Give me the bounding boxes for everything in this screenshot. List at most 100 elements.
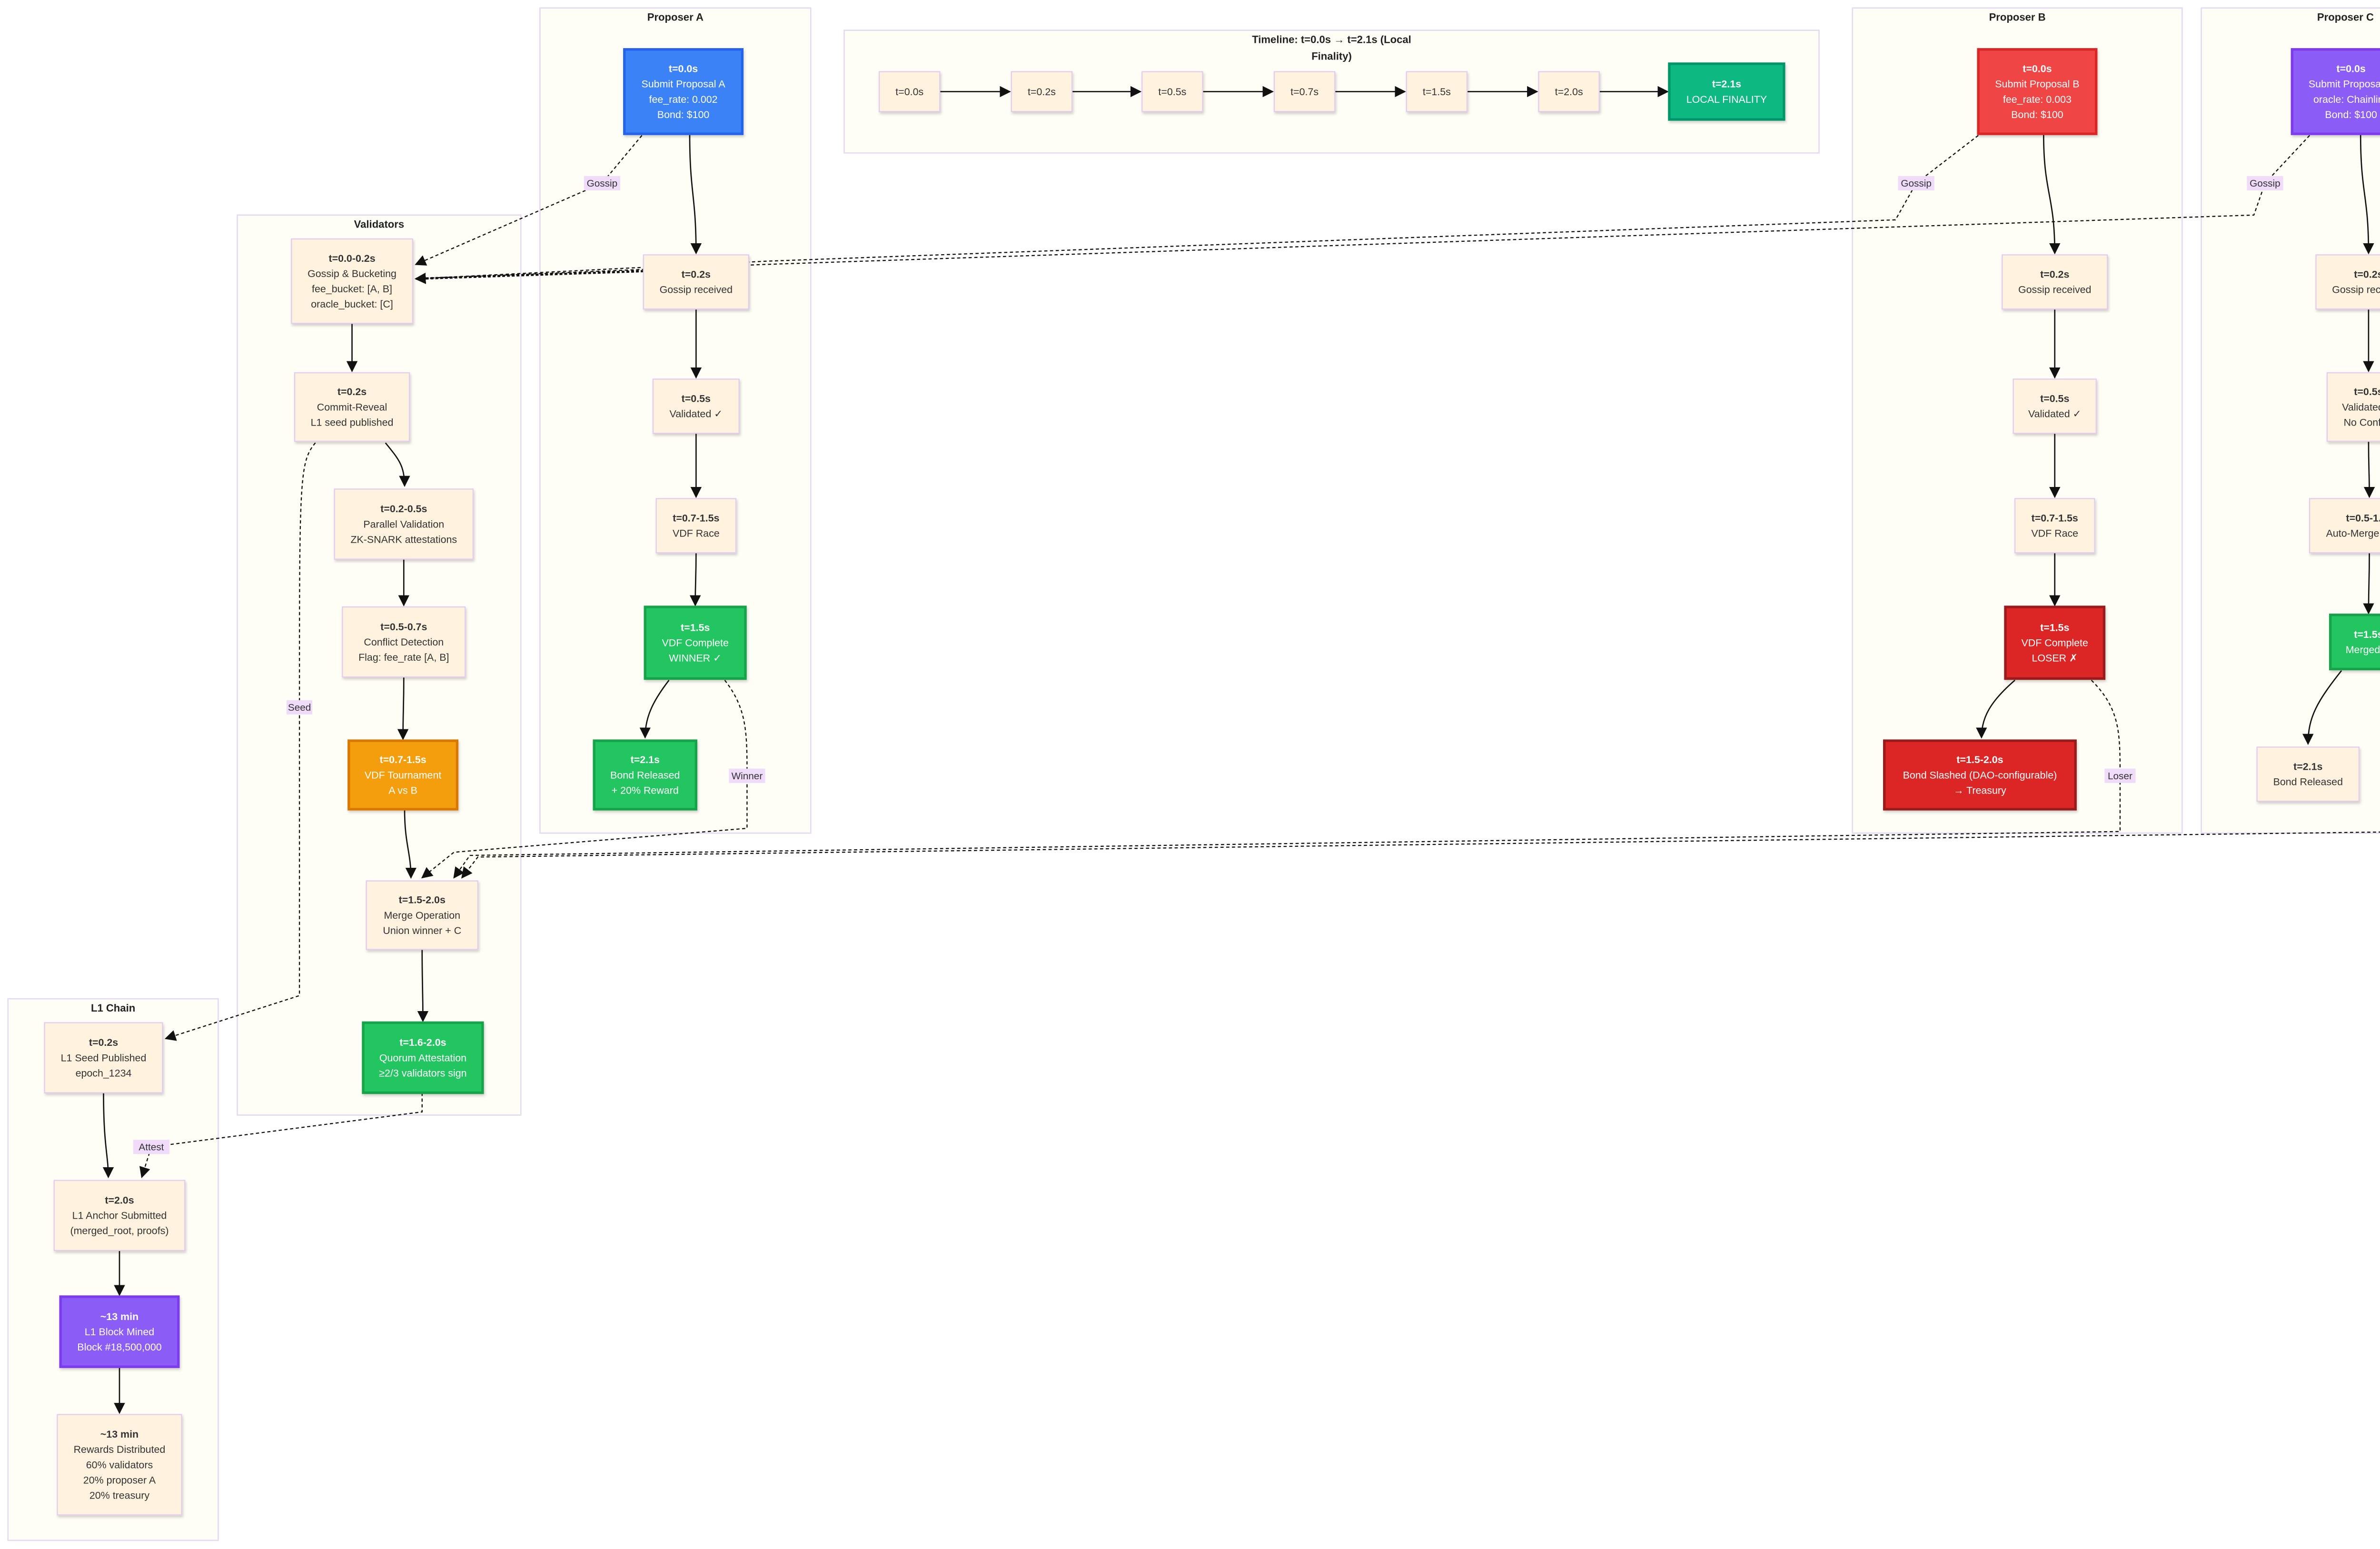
node-line: Merge Operation (384, 910, 460, 921)
edge-label-text: Winner (732, 771, 763, 782)
node-t1[interactable]: t=0.0s (878, 71, 941, 112)
edge-label-text: Gossip (1901, 178, 1932, 189)
node-title: t=0.0s (895, 86, 923, 98)
edge-c1-c2 (2360, 134, 2374, 255)
edge-c5-c6 (2302, 670, 2342, 745)
node-t4[interactable]: t=0.7s (1273, 71, 1336, 112)
node-line: WINNER ✓ (669, 653, 722, 664)
node-line: VDF Tournament (365, 769, 441, 781)
node-box (53, 1180, 186, 1251)
node-title: t=2.0s (1555, 86, 1583, 98)
node-title: ~13 min (100, 1429, 139, 1440)
node-c5[interactable]: t=1.5sMerged ✓ (2329, 614, 2380, 671)
node-box (44, 1022, 163, 1093)
node-line: + 20% Reward (612, 784, 679, 796)
edge-l1-l2 (102, 1092, 114, 1179)
node-line: 60% validators (86, 1459, 153, 1470)
node-c4[interactable]: t=0.5-1.5sAuto-Merge Queue (2309, 498, 2380, 554)
node-line: L1 Seed Published (61, 1052, 147, 1063)
node-box (2329, 614, 2380, 671)
edge-v6-v7 (417, 949, 429, 1023)
node-line: A vs B (388, 784, 417, 796)
node-box (644, 606, 747, 680)
node-title: t=1.5s (1423, 86, 1451, 98)
node-title: t=0.7s (1290, 86, 1319, 98)
edge-b1-v1-gossip (415, 135, 1979, 284)
edge-b5-b6 (1976, 679, 2015, 739)
edge-c3-c4 (2363, 441, 2375, 498)
node-line: Union winner + C (383, 925, 461, 936)
edge-v2-v3 (385, 442, 410, 487)
edge-label-attest: Attest (133, 1140, 170, 1154)
node-title: t=0.2s (337, 386, 367, 397)
node-title: t=0.0s (669, 63, 698, 75)
node-line: Block #18,500,000 (77, 1341, 161, 1353)
edge-label-gossip-a: Gossip (584, 176, 621, 190)
edge-label-gossip-c: Gossip (2247, 176, 2283, 190)
node-box (1538, 71, 1600, 112)
node-line: LOSER ✗ (2032, 653, 2077, 664)
edge-b1-b2 (2043, 134, 2061, 255)
node-line: Submit Proposal B (1995, 79, 2079, 90)
node-line: oracle_bucket: [C] (311, 298, 393, 310)
node-title: t=0.5s (2040, 393, 2069, 405)
node-title: t=0.7-1.5s (2032, 513, 2078, 524)
node-line: Validated ✓ (2028, 408, 2082, 420)
node-line: Bond Released (2273, 776, 2343, 788)
node-line: Submit Proposal A (642, 79, 726, 90)
node-title: ~13 min (100, 1311, 139, 1322)
node-t6[interactable]: t=2.0s (1538, 71, 1600, 112)
node-line: epoch_1234 (76, 1067, 132, 1079)
edge-label-gossip-b: Gossip (1898, 176, 1934, 190)
node-line: Gossip received (2332, 284, 2380, 296)
node-box (623, 48, 744, 135)
node-line: Merged ✓ (2346, 644, 2380, 655)
node-line: L1 Block Mined (85, 1326, 154, 1338)
node-title: t=1.5s (2040, 622, 2069, 633)
node-line: Bond Released (610, 769, 680, 781)
cluster-title: Validators (354, 218, 405, 230)
node-box (593, 739, 698, 811)
node-line: fee_rate: 0.003 (2003, 94, 2072, 105)
node-line: Validated ✓ (2342, 401, 2380, 413)
node-title: t=0.2-0.5s (380, 503, 427, 515)
node-t3[interactable]: t=0.5s (1141, 71, 1203, 112)
node-title: t=0.5s (682, 393, 711, 405)
edge-a1-a2 (689, 134, 702, 255)
node-title: t=0.5s (1158, 86, 1186, 98)
node-t5[interactable]: t=1.5s (1406, 71, 1468, 112)
node-title: t=0.0s (2023, 63, 2052, 75)
node-line: Auto-Merge Queue (2326, 528, 2380, 539)
node-title: t=0.0-0.2s (328, 253, 375, 264)
cluster-title: Proposer A (647, 11, 704, 23)
node-t2[interactable]: t=0.2s (1011, 71, 1073, 112)
